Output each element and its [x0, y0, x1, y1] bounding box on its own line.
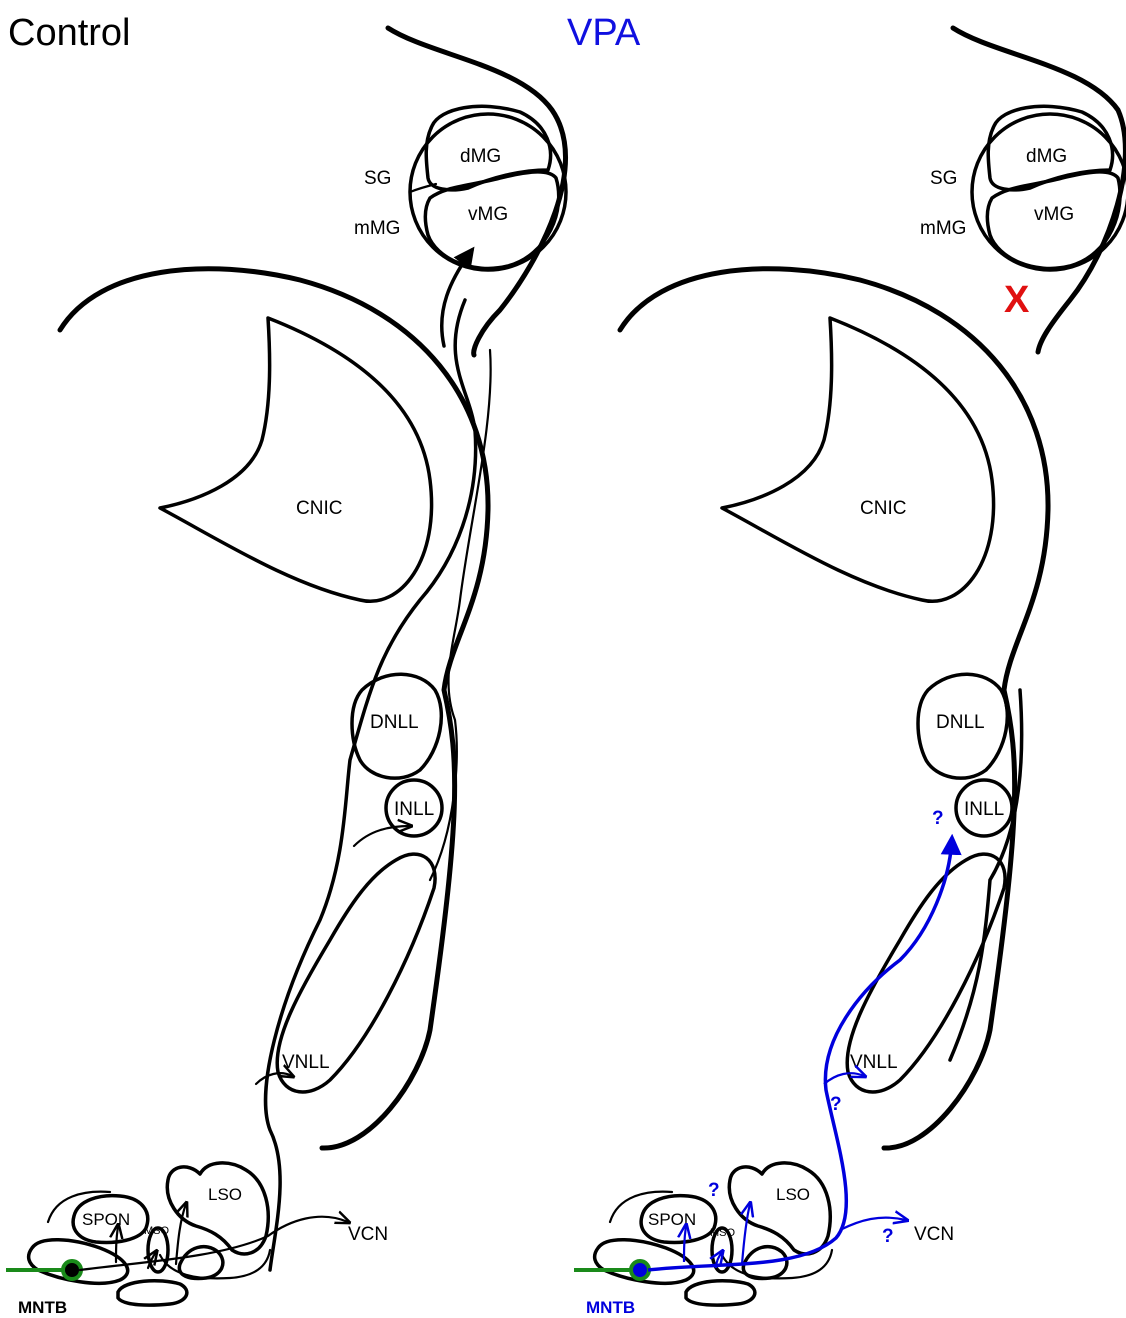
vpa-mntb-soma — [631, 1261, 649, 1279]
vpa-ventral-nucleus — [686, 1281, 755, 1305]
vpa-mntb-to-inll-projection — [648, 838, 952, 1270]
vpa-to-vnll-projection — [824, 1073, 864, 1084]
vpa-lso-label: LSO — [776, 1185, 810, 1204]
vpa-sg-label: SG — [930, 168, 957, 189]
vcn-label: VCN — [348, 1224, 388, 1245]
question-mark-vnll: ? — [830, 1094, 842, 1115]
vpa-spon-label: SPON — [648, 1210, 696, 1229]
dmg-label: dMG — [460, 146, 501, 167]
midbrain-dorsal-contour — [388, 28, 566, 355]
mso-label: MSO — [144, 1225, 170, 1237]
vpa-to-vcn-projection — [840, 1218, 906, 1230]
sg-label: SG — [364, 168, 391, 189]
vpa-inferior-colliculus-contour — [620, 269, 1048, 1148]
mntb-soma — [63, 1261, 81, 1279]
mmg-label: mMG — [354, 218, 400, 239]
vpa-midbrain-dorsal-contour — [953, 28, 1125, 352]
control-panel: dMG vMG SG mMG CNIC DNLL INLL VNLL SPON … — [6, 28, 566, 1317]
lateral-lemniscus-inner-contour — [266, 300, 476, 1270]
vpa-vcn-label: VCN — [914, 1224, 954, 1245]
vpa-cnic-label: CNIC — [860, 498, 906, 519]
inferior-colliculus-contour — [60, 269, 488, 1148]
vpa-vmg-label: vMG — [1034, 204, 1074, 225]
cnic-nucleus — [160, 318, 432, 601]
mntb-label: MNTB — [18, 1298, 67, 1317]
spon-label: SPON — [82, 1210, 130, 1229]
vpa-dnll-label: DNLL — [936, 712, 985, 733]
vpa-cnic-nucleus — [722, 318, 994, 601]
vnll-label: VNLL — [282, 1052, 330, 1073]
vpa-mso-label: MSO — [710, 1227, 736, 1239]
vpa-mmg-label: mMG — [920, 218, 966, 239]
cnic-label: CNIC — [296, 498, 342, 519]
vpa-dmg-label: dMG — [1026, 146, 1067, 167]
vpa-inll-label: INLL — [964, 799, 1004, 820]
ventral-nucleus — [118, 1281, 187, 1305]
question-mark-lso: ? — [708, 1180, 720, 1201]
absent-projection-mark: X — [1004, 279, 1030, 321]
to-vnll-projection — [256, 1073, 292, 1084]
vmg-label: vMG — [468, 204, 508, 225]
lateral-lemniscus-outer-contour — [430, 350, 491, 880]
lso-nucleus — [167, 1163, 268, 1254]
lso-label: LSO — [208, 1185, 242, 1204]
dnll-label: DNLL — [370, 712, 419, 733]
inll-label: INLL — [394, 799, 434, 820]
to-inll-projection — [354, 826, 410, 846]
vpa-vnll-label: VNLL — [850, 1052, 898, 1073]
question-mark-inll: ? — [932, 808, 944, 829]
vpa-mntb-label: MNTB — [586, 1298, 635, 1317]
question-mark-vcn: ? — [882, 1226, 894, 1247]
sg-divider — [410, 184, 436, 192]
vpa-panel: dMG vMG SG mMG X CNIC DNLL INLL VNLL SPO… — [574, 28, 1126, 1317]
